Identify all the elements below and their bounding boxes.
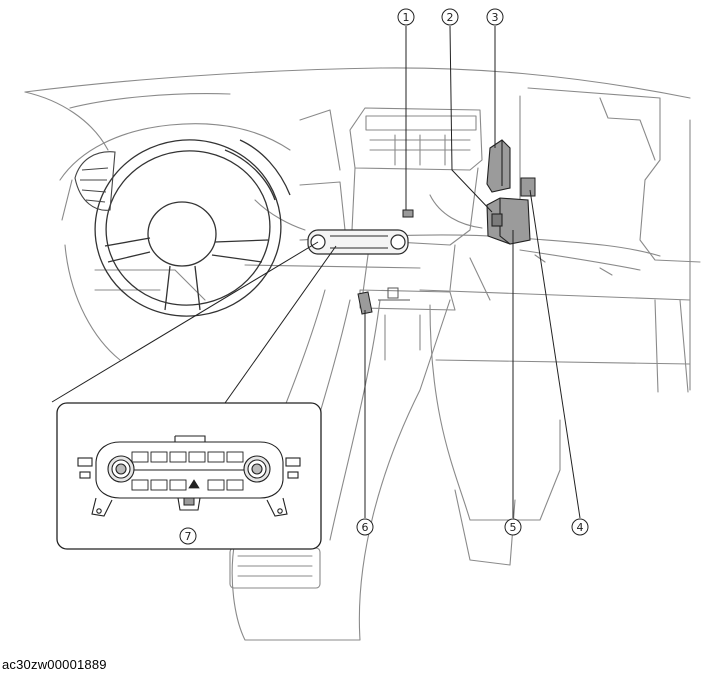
climate-control-panel: [77, 435, 301, 517]
heater-unit-box: [349, 107, 483, 171]
svg-text:1: 1: [403, 11, 410, 24]
component-6-module: [357, 291, 373, 315]
svg-text:6: 6: [362, 521, 369, 534]
callout-4: 4: [571, 518, 589, 536]
steering-wheel: [94, 139, 291, 317]
right-knob: [243, 455, 271, 483]
component-1-sensor: [402, 209, 414, 218]
left-side-vent: [74, 151, 116, 211]
callout-3: 3: [486, 8, 504, 26]
left-knob: [107, 455, 135, 483]
dashboard-top-outline: [24, 67, 691, 99]
callout-1: 1: [397, 8, 415, 26]
climate-control-unit-on-dash: [307, 229, 409, 255]
component-7-sensor: [183, 497, 195, 506]
svg-text:3: 3: [492, 11, 499, 24]
callout-5: 5: [504, 518, 522, 536]
svg-text:5: 5: [510, 521, 517, 534]
callout-2: 2: [441, 8, 459, 26]
callout-7: 7: [179, 527, 197, 545]
svg-text:2: 2: [447, 11, 454, 24]
component-2-5-module: [486, 197, 531, 245]
hazard-icon: [188, 479, 200, 489]
callout-6: 6: [356, 518, 374, 536]
inset-callout-box: [56, 402, 322, 550]
svg-text:7: 7: [185, 530, 192, 543]
component-4-relay: [520, 177, 536, 197]
component-3-module: [486, 139, 511, 193]
svg-text:4: 4: [577, 521, 584, 534]
figure-caption: ac30zw00001889: [2, 657, 107, 672]
